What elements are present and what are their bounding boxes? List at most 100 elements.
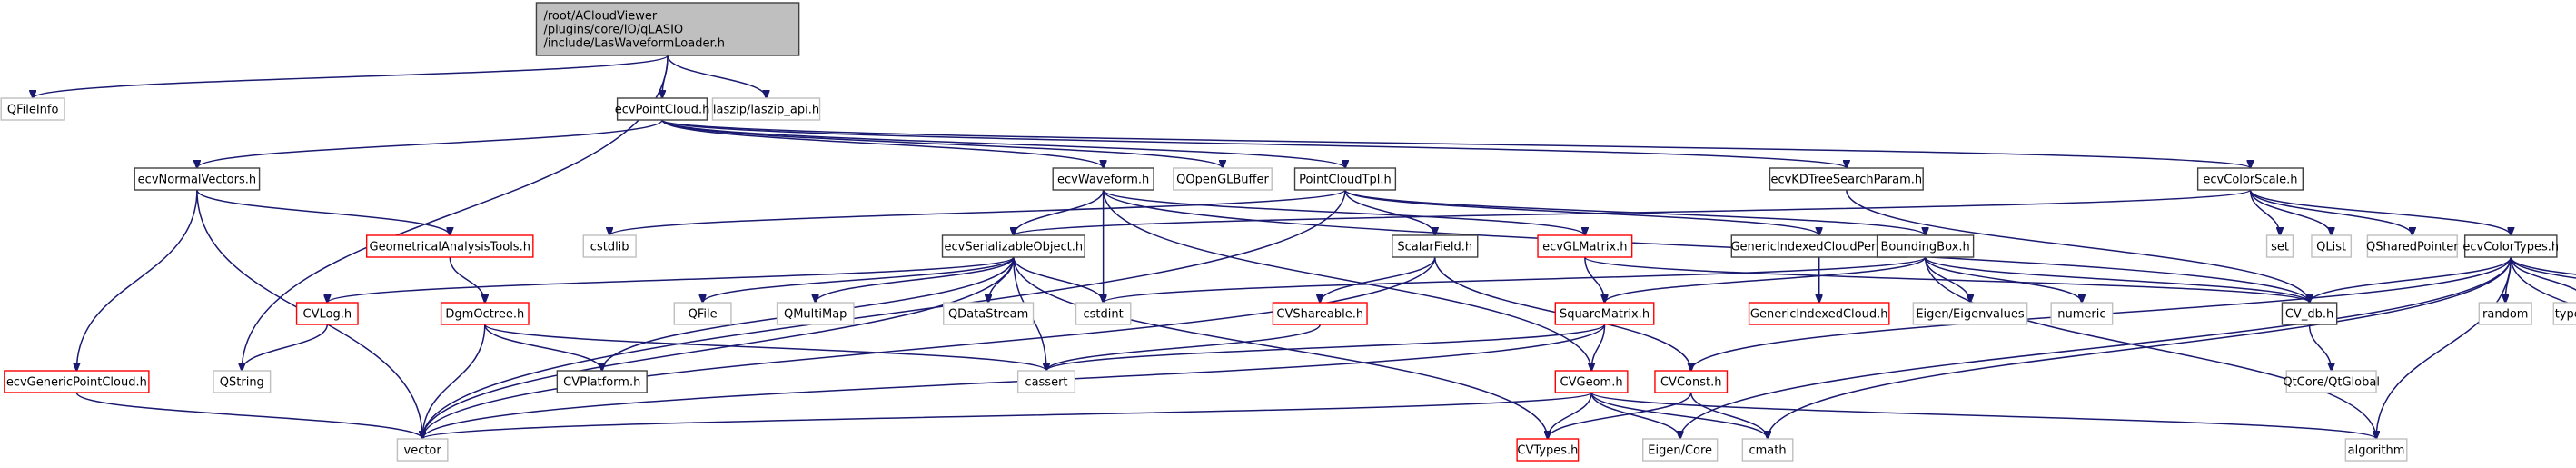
node-ecvSerializable[interactable]: ecvSerializableObject.h: [941, 234, 1085, 258]
node-CVGeom[interactable]: CVGeom.h: [1554, 370, 1629, 393]
node-QMultiMap: QMultiMap: [776, 302, 855, 325]
node-ecvGenericPC[interactable]: ecvGenericPointCloud.h: [4, 370, 150, 393]
edge-ecvColorScale-to-ecvColorTypes: [2249, 189, 2511, 235]
node-label: CVShareable.h: [1276, 308, 1363, 322]
edge-PointCloudTpl-to-cstdlib: [609, 189, 1346, 235]
edge-PointCloudTpl-to-GICPersist: [1344, 189, 1819, 235]
node-box: [213, 370, 272, 393]
edge-ecvNormalVectors-to-ecvGenericPC: [76, 189, 198, 371]
node-root[interactable]: /root/ACloudViewer/plugins/core/IO/qLASI…: [535, 2, 800, 56]
node-ecvWaveform[interactable]: ecvWaveform.h: [1052, 167, 1154, 191]
edge-DgmOctree-to-vector: [422, 324, 486, 439]
node-label: ecvColorScale.h: [2203, 174, 2297, 187]
node-box: [1537, 234, 1633, 258]
node-box: [556, 370, 648, 393]
node-label: GenericIndexedCloud.h: [1750, 308, 1888, 322]
edge-ecvKDTree-to-CV_db: [1846, 189, 2310, 303]
node-QDataStream: QDataStream: [943, 302, 1035, 325]
node-ecvPointCloud[interactable]: ecvPointCloud.h: [615, 97, 710, 121]
node-CVShareable[interactable]: CVShareable.h: [1272, 302, 1368, 325]
node-ecvColorScale[interactable]: ecvColorScale.h: [2196, 167, 2304, 191]
node-cstdlib: cstdlib: [582, 234, 637, 258]
node-label: ecvSerializableObject.h: [945, 241, 1084, 254]
edge-ecvColorScale-to-QSharedPointer: [2249, 189, 2412, 235]
node-ecvNormalVectors[interactable]: ecvNormalVectors.h: [134, 167, 261, 191]
node-box: [2344, 438, 2408, 462]
node-box: [365, 234, 534, 258]
node-box: [1272, 302, 1368, 325]
node-box: [134, 167, 261, 191]
node-SquareMatrix[interactable]: SquareMatrix.h: [1554, 302, 1655, 325]
edge-ecvColorTypes-to-Logging: [2510, 256, 2576, 279]
node-box: [535, 2, 800, 56]
node-label: GeometricalAnalysisTools.h: [370, 241, 530, 254]
node-CVConst[interactable]: CVConst.h: [1654, 370, 1729, 393]
edge-CVConst-to-cmath: [1689, 392, 1768, 439]
edge-CVGeom-to-EigenCore: [1590, 392, 1680, 439]
node-label: ecvNormalVectors.h: [138, 174, 256, 187]
node-CVPlatform[interactable]: CVPlatform.h: [556, 370, 648, 393]
node-box: [776, 302, 855, 325]
node-label: QSharedPointer: [2366, 241, 2459, 254]
node-label: CVGeom.h: [1560, 376, 1623, 390]
node-box: [1769, 167, 1924, 191]
node-label: QFile: [689, 308, 718, 322]
node-box: [2285, 370, 2377, 393]
node-PointCloudTpl[interactable]: PointCloudTpl.h: [1293, 167, 1397, 191]
node-GIC[interactable]: GenericIndexedCloud.h: [1748, 302, 1890, 325]
node-DgmOctree[interactable]: DgmOctree.h: [440, 302, 530, 325]
edge-ecvColorTypes-to-algorithm: [2376, 256, 2512, 439]
node-label: numeric: [2057, 308, 2105, 322]
node-BoundingBox[interactable]: BoundingBox.h: [1876, 234, 1975, 258]
node-EigenValues: Eigen/Eigenvalues: [1912, 302, 2028, 325]
edge-ecvColorScale-to-set: [2249, 189, 2280, 235]
edge-ecvSerializable-to-CVLog: [327, 256, 1015, 303]
edge-ecvWaveform-to-CVGeom: [1102, 189, 1591, 371]
edge-ecvColorTypes-to-QColor: [2510, 256, 2576, 275]
node-QtGlobal: QtCore/QtGlobal: [2283, 370, 2380, 393]
node-CVLog[interactable]: CVLog.h: [295, 302, 359, 325]
node-label: QDataStream: [948, 308, 1028, 322]
node-label: Eigen/Core: [1648, 444, 1712, 458]
node-label: QList: [2316, 241, 2346, 254]
edge-CVShareable-to-cassert: [1046, 324, 1321, 371]
node-box: [2265, 234, 2294, 258]
node-EigenCore: Eigen/Core: [1642, 438, 1719, 462]
node-CVTypes[interactable]: CVTypes.h: [1516, 438, 1580, 462]
node-box: [2196, 167, 2304, 191]
node-label: CVPlatform.h: [563, 376, 640, 390]
edge-CV_db-to-QtGlobal: [2308, 324, 2332, 371]
node-GeomTools[interactable]: GeometricalAnalysisTools.h: [365, 234, 534, 258]
edge-ecvPointCloud-to-ecvWaveform: [661, 119, 1104, 168]
node-vector: vector: [396, 438, 449, 462]
edge-ecvWaveform-to-CV_db: [1102, 189, 2310, 303]
node-box: [582, 234, 637, 258]
node-ecvGLMatrix[interactable]: ecvGLMatrix.h: [1537, 234, 1633, 258]
node-laszip: laszip/laszip_api.h: [711, 97, 821, 121]
node-box: [1912, 302, 2028, 325]
node-box: [295, 302, 359, 325]
node-label: CV_db.h: [2285, 308, 2333, 322]
node-ScalarField[interactable]: ScalarField.h: [1392, 234, 1479, 258]
node-label: QtCore/QtGlobal: [2283, 376, 2380, 390]
edge-root-to-QFileInfo: [33, 55, 669, 98]
node-numeric: numeric: [2050, 302, 2114, 325]
node-box: [2478, 302, 2532, 325]
edge-SquareMatrix-to-CVGeom: [1591, 324, 1606, 371]
node-label: cassert: [1025, 376, 1067, 390]
node-ecvColorTypes[interactable]: ecvColorTypes.h: [2462, 234, 2559, 258]
node-box: [711, 97, 821, 121]
node-ecvKDTree[interactable]: ecvKDTreeSearchParam.h: [1769, 167, 1924, 191]
edge-CVGeom-to-vector: [422, 392, 1592, 439]
node-box: [1075, 302, 1132, 325]
node-box: [396, 438, 449, 462]
node-box: [2552, 302, 2576, 325]
edge-ecvPointCloud-to-PointCloudTpl: [661, 119, 1345, 168]
edge-ScalarField-to-vector: [422, 256, 1436, 439]
node-label: DgmOctree.h: [445, 308, 524, 322]
node-CV_db[interactable]: CV_db.h: [2281, 302, 2338, 325]
edge-ecvPointCloud-to-ecvKDTree: [661, 119, 1847, 168]
edge-DgmOctree-to-cassert: [484, 324, 1046, 371]
edge-PointCloudTpl-to-vector: [422, 189, 1346, 439]
